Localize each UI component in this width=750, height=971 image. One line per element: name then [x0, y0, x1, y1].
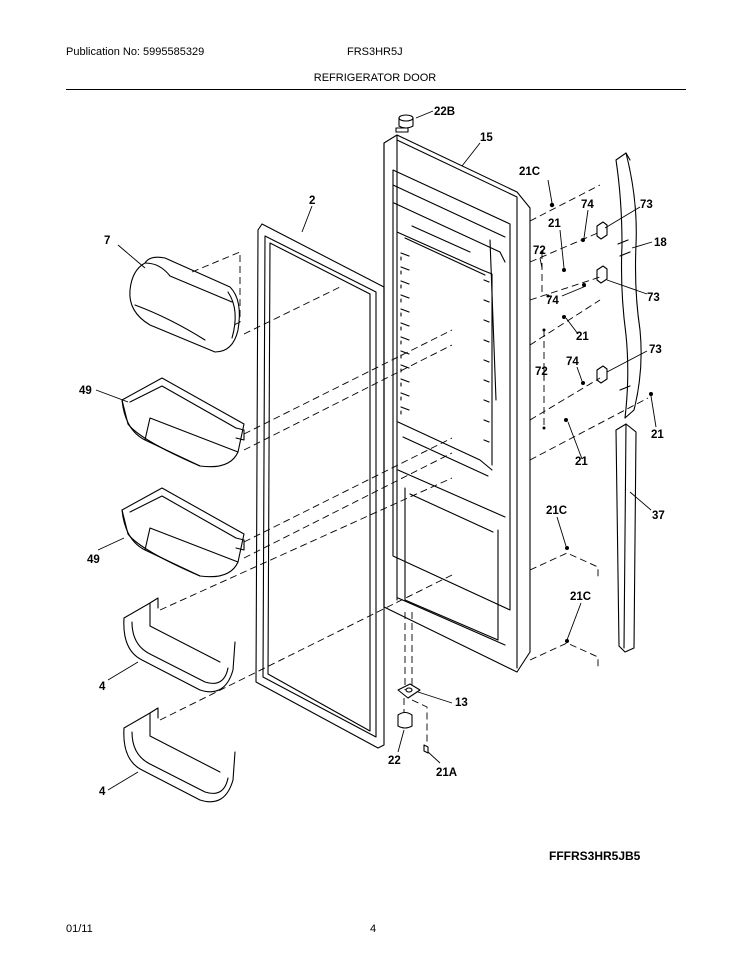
door-shelf-upper — [123, 597, 236, 693]
callout-22b: 22B — [434, 106, 455, 118]
callout-73-c: 73 — [649, 344, 662, 356]
leader-lines — [95, 110, 657, 791]
page-title: REFRIGERATOR DOOR — [313, 72, 437, 84]
callout-15: 15 — [480, 132, 493, 144]
screws — [540, 202, 653, 643]
diagram-code: FFFRS3HR5JB5 — [549, 849, 641, 863]
callout-73-b: 73 — [647, 292, 660, 304]
callout-21-c: 21 — [651, 429, 664, 441]
publication-date: 01/11 — [66, 923, 93, 935]
callout-72-b: 72 — [535, 366, 548, 378]
callout-21-a: 21 — [548, 218, 561, 230]
callout-49-b: 49 — [87, 554, 100, 566]
callout-74-b: 74 — [546, 295, 559, 307]
callout-21-b: 21 — [576, 331, 589, 343]
door-cap-22b — [398, 114, 414, 129]
callout-21c-mid: 21C — [546, 505, 567, 517]
door-shelf-lower — [123, 707, 236, 803]
assembly-lines — [159, 184, 649, 745]
callout-21a: 21A — [436, 767, 457, 779]
door-liner — [383, 127, 531, 673]
callout-74-c: 74 — [566, 356, 579, 368]
handle-fasteners — [596, 221, 608, 384]
callout-2: 2 — [309, 195, 315, 207]
callout-4-a: 4 — [99, 681, 106, 693]
door-bin-upper — [121, 377, 245, 468]
callout-18: 18 — [654, 237, 667, 249]
callout-49-a: 49 — [79, 385, 92, 397]
handle-trim — [615, 423, 637, 653]
callout-72-a: 72 — [533, 245, 546, 257]
callout-22: 22 — [388, 755, 401, 767]
door-gasket — [255, 223, 385, 749]
page-number: 4 — [370, 923, 377, 935]
door-handle — [615, 152, 642, 419]
publication-number: Publication No: 5995585329 — [66, 46, 205, 58]
callout-21c-top: 21C — [519, 166, 540, 178]
callout-37: 37 — [652, 510, 665, 522]
callout-labels: 22B 15 2 7 21C 74 73 21 18 72 74 73 21 7… — [79, 106, 667, 798]
door-bin-lower — [121, 487, 245, 578]
callout-21-d: 21 — [575, 456, 588, 468]
callout-13: 13 — [455, 697, 468, 709]
dairy-bin — [129, 256, 240, 353]
header-divider — [66, 89, 686, 90]
callout-4-b: 4 — [99, 786, 106, 798]
model-number: FRS3HR5J — [347, 46, 403, 58]
callout-74-a: 74 — [581, 199, 594, 211]
callout-21c-low: 21C — [570, 591, 591, 603]
callout-7: 7 — [104, 235, 110, 247]
hinge-assembly — [397, 683, 429, 754]
callout-73-a: 73 — [640, 199, 653, 211]
